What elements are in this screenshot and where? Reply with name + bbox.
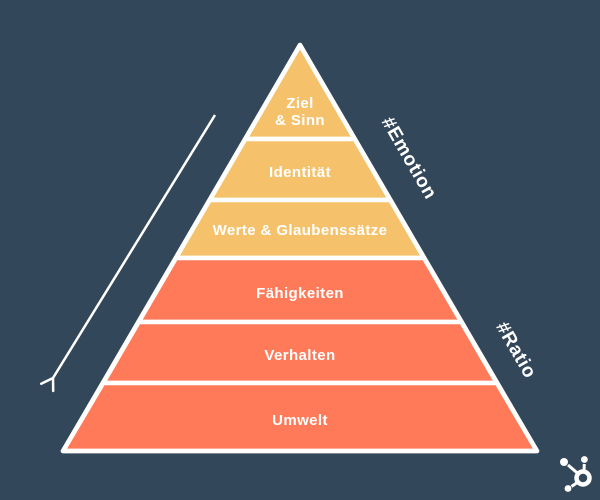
pyramid-level-label-line2: & Sinn (275, 112, 325, 129)
pyramid-level-label: Umwelt (272, 412, 328, 429)
hubspot-sprocket-icon (560, 456, 592, 492)
pyramid-level-label: Verhalten (264, 347, 335, 364)
pyramid-level-label: Werte & Glaubenssätze (213, 222, 388, 239)
pyramid-level-label: Identität (269, 164, 331, 181)
pyramid-level-label-line1: Ziel (286, 95, 313, 112)
pyramid-level-label: Fähigkeiten (256, 285, 344, 302)
pyramid-outline (60, 42, 540, 454)
arrow-down-left-icon (40, 114, 217, 393)
